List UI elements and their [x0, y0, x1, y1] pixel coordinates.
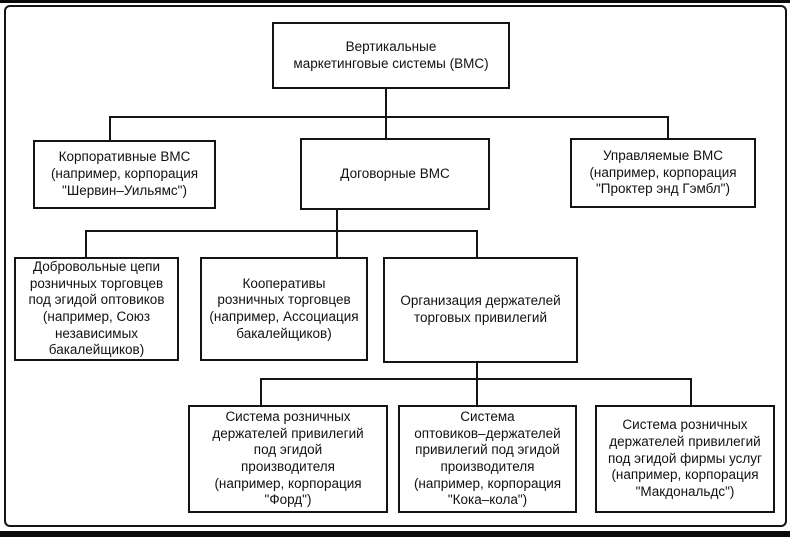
- node-root: Вертикальные маркетинговые системы (ВМС): [272, 22, 510, 89]
- node-retailer-coops: Кооперативы розничных торговцев (наприме…: [200, 257, 368, 361]
- node-retail-under-service-firm-label: Система розничных держателей привилегий …: [608, 417, 762, 500]
- connector-contractual-stem: [336, 210, 338, 257]
- connector-franchise-stem: [476, 363, 478, 405]
- node-corporate: Корпоративные ВМС (например, корпорация …: [33, 140, 216, 209]
- connector-level2-right-drop: [667, 116, 669, 139]
- node-franchise-org-label: Организация держателей торговых привилег…: [400, 293, 561, 325]
- connector-level2-left-drop: [109, 116, 111, 140]
- node-corporate-label: Корпоративные ВМС (например, корпорация …: [50, 149, 199, 198]
- scan-edge-top: [0, 0, 790, 3]
- node-franchise-org: Организация держателей торговых привилег…: [383, 257, 578, 363]
- connector-level3-rail: [85, 230, 478, 232]
- node-voluntary-chains-label: Добровольные цепи розничных торговцев по…: [28, 258, 165, 358]
- connector-level4-left-drop: [260, 378, 262, 405]
- node-retailer-coops-label: Кооперативы розничных торговцев (наприме…: [209, 275, 359, 341]
- connector-level4-right-drop: [690, 378, 692, 405]
- connector-level3-left-drop: [85, 230, 87, 257]
- node-retail-under-manufacturer-label: Система розничных держателей привилегий …: [212, 408, 364, 508]
- node-retail-under-manufacturer: Система розничных держателей привилегий …: [188, 405, 388, 513]
- node-wholesaler-under-manufacturer-label: Система оптовиков–держателей привилегий …: [413, 408, 562, 508]
- connector-level4-rail: [260, 378, 692, 380]
- connector-level2-rail: [109, 116, 669, 118]
- node-root-label: Вертикальные маркетинговые системы (ВМС): [293, 38, 489, 71]
- node-contractual: Договорные ВМС: [300, 138, 490, 210]
- node-retail-under-service-firm: Система розничных держателей привилегий …: [595, 405, 775, 513]
- connector-level3-right-drop: [476, 230, 478, 257]
- connector-root-stem: [385, 89, 387, 139]
- node-contractual-label: Договорные ВМС: [340, 165, 450, 181]
- scan-edge-bottom: [0, 531, 790, 537]
- node-managed-label: Управляемые ВМС (например, корпорация "П…: [589, 147, 737, 197]
- node-voluntary-chains: Добровольные цепи розничных торговцев по…: [14, 257, 179, 361]
- node-wholesaler-under-manufacturer: Система оптовиков–держателей привилегий …: [398, 405, 577, 513]
- node-managed: Управляемые ВМС (например, корпорация "П…: [570, 138, 756, 208]
